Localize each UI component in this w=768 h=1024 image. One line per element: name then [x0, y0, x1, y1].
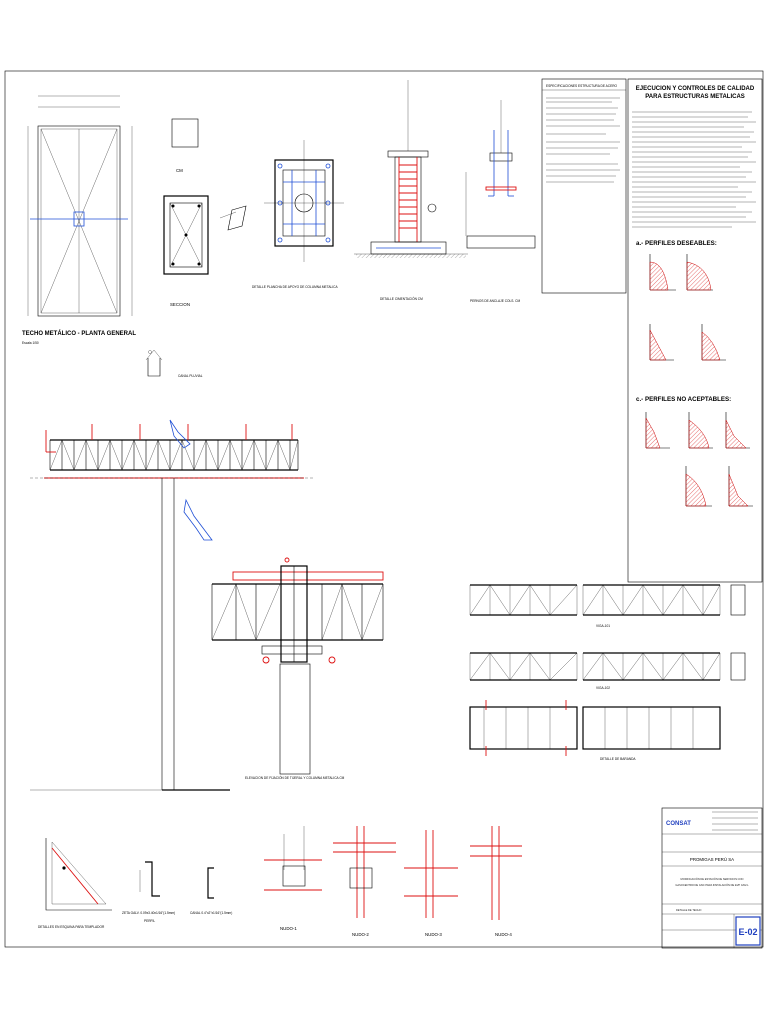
node-1-label: NUDO-1	[280, 926, 297, 931]
cm-label: CM	[176, 168, 183, 173]
main-truss-drawing	[30, 419, 315, 791]
gutter-title: CANAL PLUVIAL	[178, 374, 203, 378]
beam-102-drawing	[469, 652, 746, 681]
foundation-title: DETALLE CIMENTACIÓN CM	[380, 296, 423, 301]
foundation-drawing	[354, 80, 468, 258]
canal-profile-drawing	[207, 867, 214, 899]
desirable-profiles-label: a.- PERFILES DESEABLES:	[636, 240, 717, 247]
gutter-drawing	[145, 349, 163, 377]
perfil-label: PERFIL	[144, 919, 155, 923]
corner-detail-drawing	[45, 838, 112, 911]
beam-101-drawing	[469, 584, 746, 616]
zeta-profile-drawing	[139, 861, 160, 897]
corner-detail-title: DETALLES EN ESQUINA PARA TEMPLADOR	[38, 925, 105, 929]
viga-101-label: VIGA-101	[596, 624, 610, 628]
specs-header: ESPECIFICACIONES ESTRUCTURA DE ACERO	[546, 84, 618, 88]
elevation-title: ELEVACION DE FIJACIÓN DE TIJERAL Y COLUM…	[245, 775, 345, 780]
elevation-drawing	[211, 557, 384, 775]
specs-block	[541, 78, 627, 294]
node-2-label: NUDO-2	[352, 932, 369, 937]
node-3-label: NUDO-3	[425, 932, 442, 937]
general-plan-title: TECHO METÁLICO - PLANTA GENERAL	[22, 330, 136, 337]
general-plan-scale: Escala 1/50	[22, 341, 39, 345]
project-line-2: GASOCENTRO DE GNC PARA INSTALACIÓN DE EV…	[675, 882, 749, 887]
company-name: PROMIGAS PERÚ SA	[690, 857, 734, 862]
railing-title: DETALLE DE BARANDA	[600, 757, 636, 761]
drawing-name: DETALLE DE TECHO	[676, 908, 701, 912]
viga-102-label: VIGA-102	[596, 686, 610, 690]
node-3-drawing	[404, 830, 458, 918]
not-acceptable-profiles-label: c.- PERFILES NO ACEPTABLES:	[636, 396, 731, 403]
anchor-bolts-title: PERNOS DE ANCLAJE COLS. CM	[470, 299, 520, 303]
node-4-label: NUDO-4	[495, 932, 512, 937]
project-line-1: MODIFICACIÓN DE ESTACIÓN DE SERVICIOS CO…	[681, 876, 744, 881]
base-plate-drawing	[219, 140, 344, 262]
node-2-drawing	[333, 826, 396, 918]
sheet-code: E-02	[738, 927, 757, 937]
quality-title-line1: EJECUCION Y CONTROLES DE CALIDAD	[636, 86, 755, 92]
node-1-drawing	[264, 826, 322, 891]
sheet-border	[4, 70, 764, 948]
logo: CONSAT	[666, 821, 691, 827]
column-section-drawing	[163, 118, 209, 275]
title-block	[661, 807, 763, 949]
node-4-drawing	[470, 826, 522, 920]
canal-label: CANAL 0.4"x2"x1/16"(1.5mm)	[190, 911, 232, 915]
general-plan-drawing	[27, 95, 133, 317]
quality-title-line2: PARA ESTRUCTURAS METALICAS	[645, 94, 745, 100]
anchor-bolts-drawing	[465, 100, 536, 249]
railing-drawing	[469, 700, 721, 756]
quality-block	[627, 78, 763, 583]
base-plate-title: DETALLE PLANCHA DE APOYO DE COLUMNA META…	[252, 285, 338, 289]
zeta-label: ZETA GALV. 0.09x3.40x1/16"(1.5mm)	[122, 911, 175, 915]
section-title: SECCION	[170, 302, 190, 307]
